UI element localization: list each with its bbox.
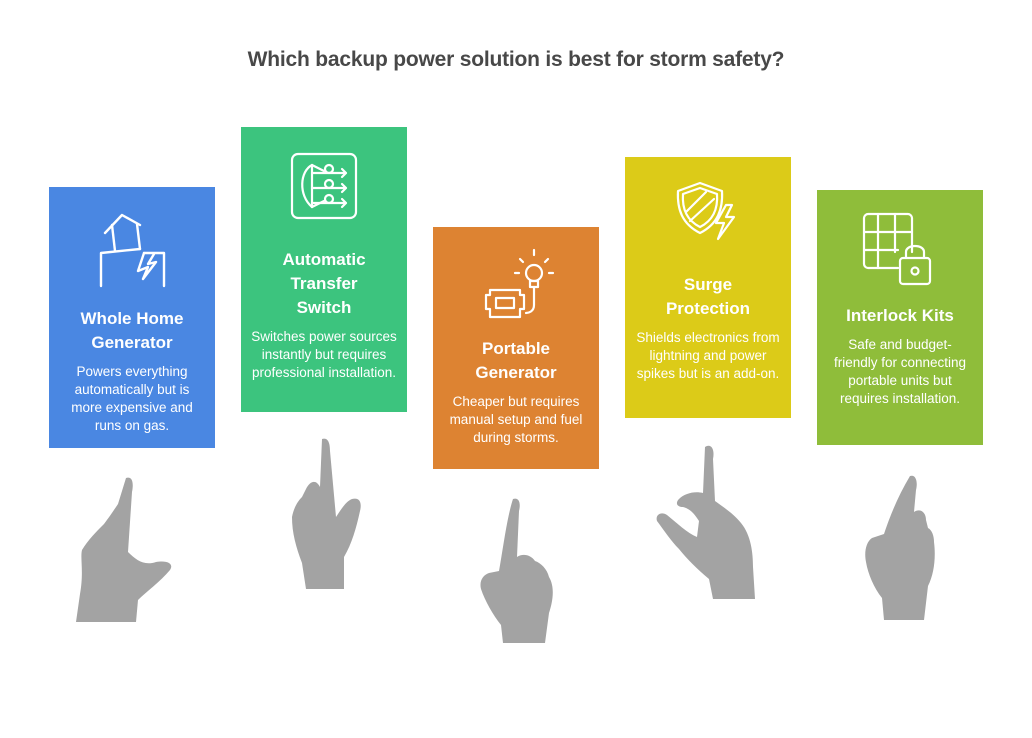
pointing-hand-icon bbox=[76, 477, 172, 622]
pointing-hand-icon bbox=[480, 498, 553, 643]
pointing-hand-icon bbox=[292, 438, 361, 589]
option-heading: Automatic Transfer Switch bbox=[282, 250, 366, 317]
grid-lock-icon bbox=[862, 212, 932, 286]
option-heading: Portable Generator bbox=[475, 339, 557, 382]
generator-bulb-icon bbox=[484, 248, 555, 319]
option-description: Shields electronics from lightning and p… bbox=[636, 330, 780, 381]
option-card-whole-home-generator: Whole Home Generator Powers everything a… bbox=[49, 187, 215, 448]
option-description: Switches power sources instantly but req… bbox=[251, 329, 397, 380]
shield-lightning-icon bbox=[676, 181, 736, 241]
option-card-portable-generator: Portable Generator Cheaper but requires … bbox=[433, 227, 599, 469]
option-heading: Whole Home Generator bbox=[80, 309, 184, 352]
option-heading: Interlock Kits bbox=[846, 306, 954, 325]
option-description: Powers everything automatically but is m… bbox=[71, 364, 193, 433]
pointing-hand-icon bbox=[656, 445, 755, 599]
option-description: Safe and budget-friendly for connecting … bbox=[833, 337, 967, 406]
option-description: Cheaper but requires manual setup and fu… bbox=[449, 394, 583, 445]
option-card-interlock-kits: Interlock Kits Safe and budget-friendly … bbox=[817, 190, 983, 445]
option-heading: Surge Protection bbox=[665, 275, 751, 318]
house-lightning-icon bbox=[99, 213, 166, 288]
page-title: Which backup power solution is best for … bbox=[247, 48, 785, 71]
pointing-hand-icon bbox=[865, 475, 935, 620]
option-card-automatic-transfer-switch: Automatic Transfer Switch Switches power… bbox=[241, 127, 407, 412]
option-card-surge-protection: Surge Protection Shields electronics fro… bbox=[625, 157, 791, 418]
switch-outputs-icon bbox=[290, 152, 358, 220]
